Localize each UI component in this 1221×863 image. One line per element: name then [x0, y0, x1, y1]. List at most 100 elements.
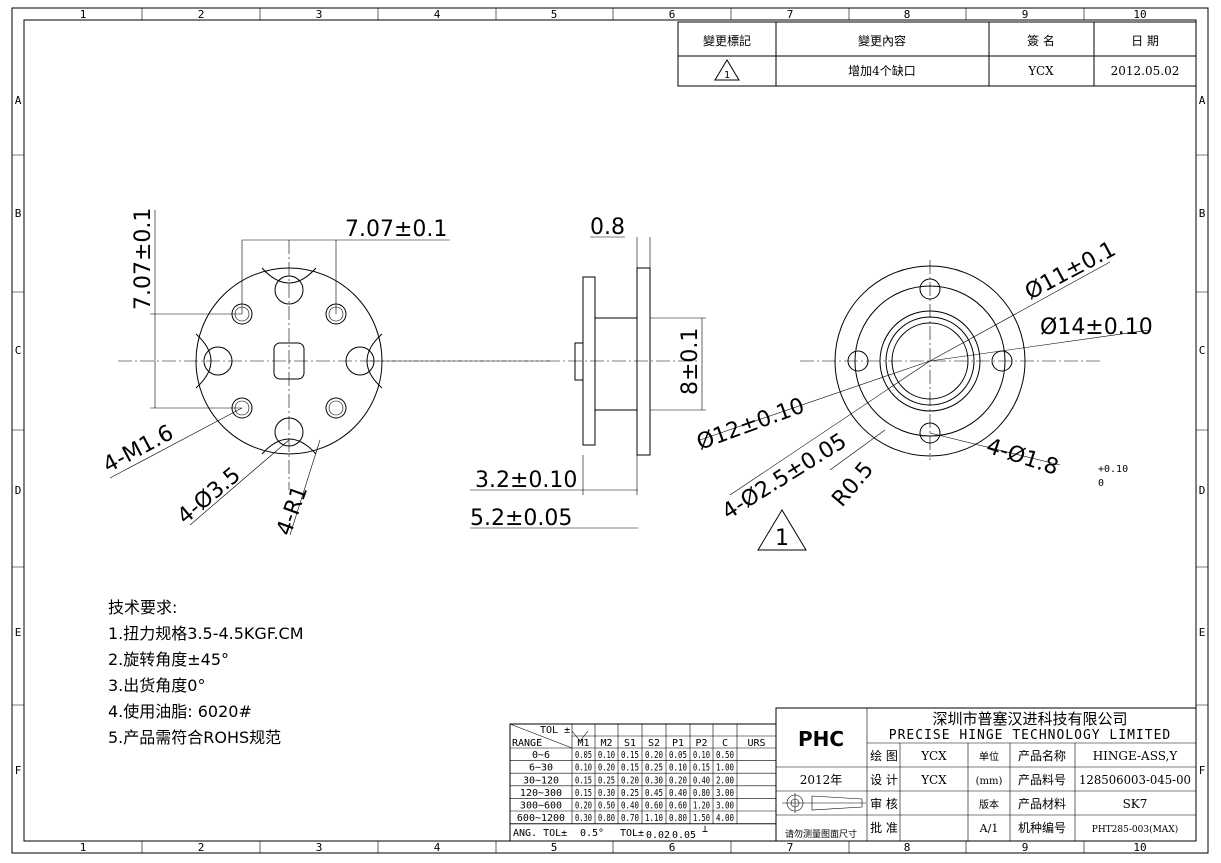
rev-signer: YCX — [1027, 64, 1054, 78]
tol-range-cell: 30~120 — [523, 775, 559, 786]
rev-header-mark: 變更標記 — [703, 33, 751, 48]
zone-row-d: D — [15, 484, 22, 497]
revision-triangle-icon — [714, 59, 740, 81]
tol-value-cell: 0.80 — [693, 788, 710, 799]
version-value: A/1 — [979, 822, 999, 835]
tol-value-cell: 4.00 — [716, 813, 734, 824]
tol-value-cell: 0.10 — [598, 750, 615, 761]
part-label: 产品料号 — [1018, 773, 1066, 787]
zone-col-1-bottom: 1 — [80, 841, 87, 854]
tol-value-cell: 0.60 — [645, 801, 663, 812]
tol-value-cell: 0.05 — [669, 750, 687, 761]
company-name-cn: 深圳市普塞汉进科技有限公司 — [932, 710, 1127, 728]
tol-value-cell: 1.50 — [693, 813, 710, 824]
draw-label: 绘 图 — [870, 748, 898, 763]
dim-left-vertical: 7.07±0.1 — [131, 208, 156, 310]
zone-row-f: F — [15, 764, 22, 777]
tol-value-cell: 1.00 — [716, 763, 734, 774]
zone-col-4: 4 — [434, 8, 441, 21]
note-4: 4.使用油脂: 6020# — [108, 702, 252, 721]
zone-col-6-bottom: 6 — [669, 841, 676, 854]
tol-column-header: C — [722, 738, 728, 749]
zone-col-10: 10 — [1133, 8, 1146, 21]
check-label: 审 核 — [870, 796, 898, 811]
material-label: 产品材料 — [1018, 797, 1066, 811]
zone-row-f-right: F — [1199, 764, 1206, 777]
dim-radius: 4-R1 — [272, 482, 313, 539]
ang-label: ANG. TOL± — [513, 828, 567, 839]
zone-col-9-bottom: 9 — [1022, 841, 1029, 854]
rev-header-date: 日 期 — [1131, 34, 1159, 48]
tol-value-cell: 0.20 — [621, 775, 639, 786]
dim-thickness: 0.8 — [590, 215, 625, 240]
part-value: 128506003-045-00 — [1079, 773, 1191, 787]
dim-left-horizontal: 7.07±0.1 — [345, 217, 447, 242]
zone-row-b: B — [15, 207, 22, 220]
tol-value-cell: 0.10 — [669, 763, 687, 774]
dim-d25: 4-Ø2.5±0.05 — [718, 429, 851, 525]
dim-d18-lower: 0 — [1098, 478, 1104, 489]
unit-label: 单位 — [979, 750, 999, 763]
company-logo: PHC — [798, 727, 844, 751]
tol-value-cell: 0.10 — [693, 750, 710, 761]
tol-label: TOL ± — [540, 725, 570, 736]
approve-label: 批 准 — [870, 820, 898, 835]
tol-value-cell: 0.70 — [621, 813, 639, 824]
tol-value-cell: 0.25 — [621, 788, 639, 799]
surface-finish-icon — [571, 730, 589, 742]
tol-value-cell: 0.15 — [621, 750, 639, 761]
tol-value-cell: 0.15 — [693, 763, 710, 774]
zone-row-e: E — [15, 626, 22, 639]
measure-note: 请勿测量图面尺寸 — [785, 828, 857, 840]
version-label: 版本 — [979, 798, 999, 811]
tol-value-cell: 2.00 — [716, 775, 734, 786]
rev-mark-drawing: 1 — [775, 526, 789, 551]
tol-range-cell: 0~6 — [532, 750, 550, 761]
note-5: 5.产品需符合ROHS规范 — [108, 728, 281, 747]
year: 2012年 — [800, 773, 843, 787]
tol-value-cell: 0.15 — [621, 763, 639, 774]
zone-row-c: C — [15, 344, 22, 357]
zone-col-7: 7 — [787, 8, 794, 21]
tol-value-cell: 0.10 — [575, 763, 592, 774]
zone-row-a: A — [15, 94, 22, 107]
ang-value: 0.5° — [580, 828, 604, 839]
tol-column-header: M2 — [600, 738, 612, 749]
model-label: 机种编号 — [1018, 820, 1066, 835]
flatness-value: 0.02 — [646, 830, 670, 841]
tol-value-cell: 0.40 — [693, 775, 710, 786]
tol-range-cell: 120~300 — [520, 788, 562, 799]
tol-column-header: M1 — [577, 738, 589, 749]
dim-d18-upper: +0.10 — [1098, 464, 1128, 475]
tol-value-cell: 0.15 — [575, 788, 592, 799]
zone-row-b-right: B — [1199, 207, 1206, 220]
tol-column-header: P2 — [695, 738, 707, 749]
zone-col-3: 3 — [316, 8, 323, 21]
tol-value-cell: 3.00 — [716, 788, 734, 799]
tol-value-cell: 0.40 — [669, 788, 687, 799]
rear-view: Ø11±0.1 Ø14±0.10 Ø12±0.10 4-Ø2.5±0.05 R0… — [694, 237, 1153, 551]
outer-frame — [11, 7, 1209, 854]
draw-value: YCX — [920, 749, 947, 763]
tol-value-cell: 0.05 — [575, 750, 592, 761]
tol-value-cell: 0.25 — [598, 775, 615, 786]
tol-value-cell: 0.30 — [575, 813, 592, 824]
tol-range-cell: 6~30 — [529, 763, 553, 774]
unit-value: (mm) — [976, 776, 1003, 787]
rev-header-content: 變更內容 — [858, 33, 906, 48]
note-2: 2.旋转角度±45° — [108, 650, 229, 669]
tol-value-cell: 1.10 — [645, 813, 663, 824]
side-view: 0.8 8±0.1 3.2±0.10 5.2±0.05 — [370, 215, 706, 531]
tol-value-cell: 0.15 — [575, 775, 592, 786]
dim-hole: 4-Ø3.5 — [173, 463, 246, 530]
revision-triangle-icon — [757, 509, 807, 551]
range-label: RANGE — [512, 738, 542, 749]
tol-column-header: S1 — [624, 738, 636, 749]
tol-range-cell: 600~1200 — [517, 813, 565, 824]
zone-col-3-bottom: 3 — [316, 841, 323, 854]
zone-col-1: 1 — [80, 8, 87, 21]
dim-thread: 4-M1.6 — [99, 421, 178, 479]
tol-range-cell: 300~600 — [520, 801, 562, 812]
zone-col-9: 9 — [1022, 8, 1029, 21]
